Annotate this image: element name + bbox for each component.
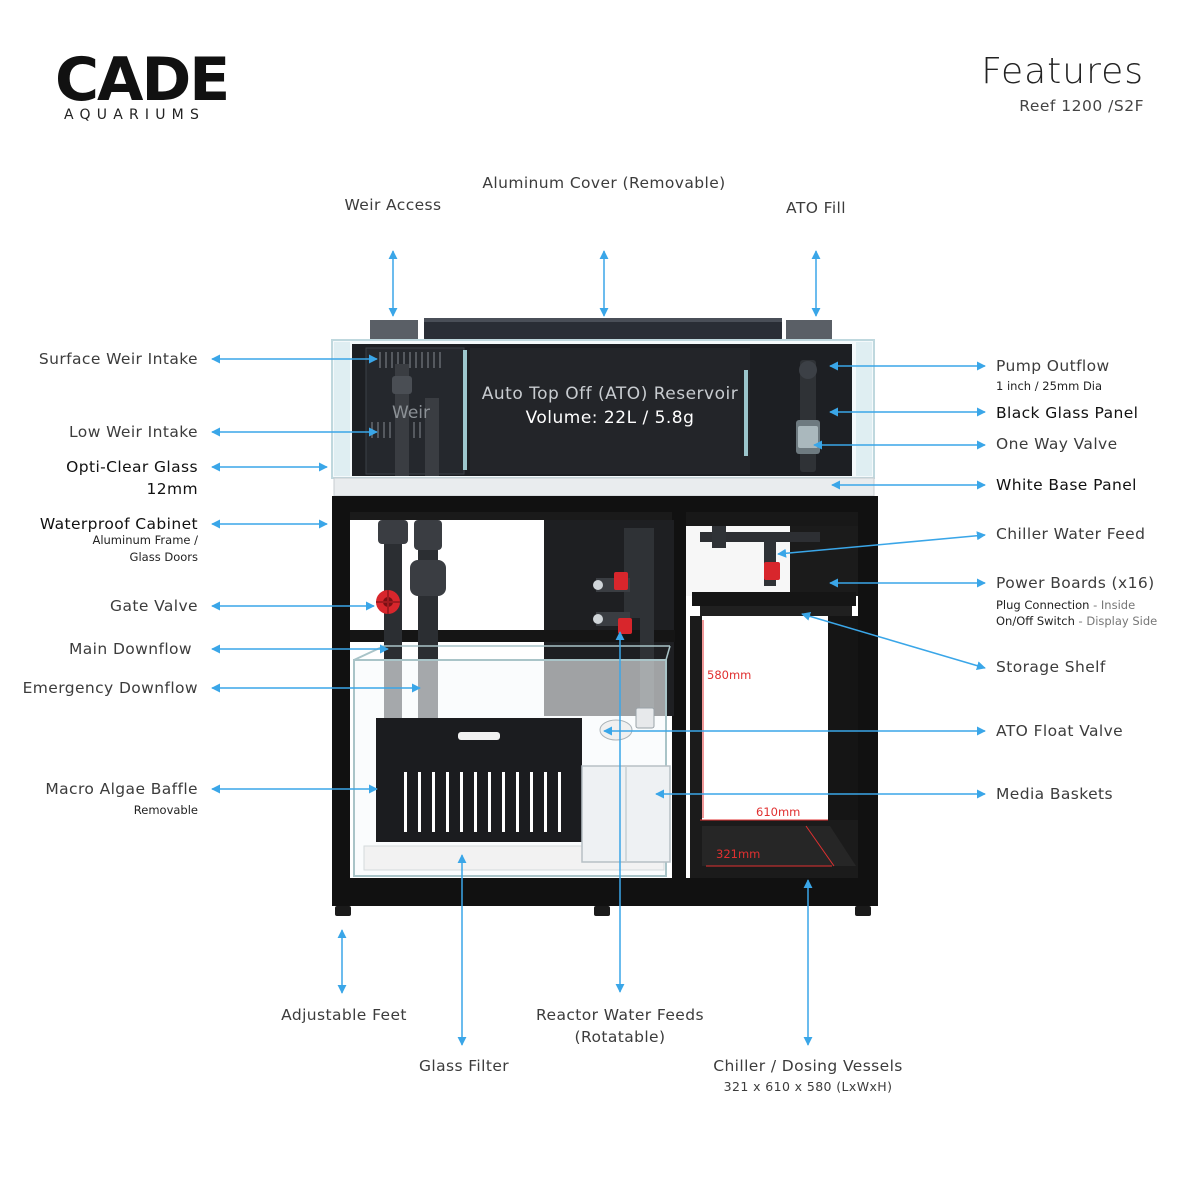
on-off-switch-text: On/Off Switch (996, 614, 1075, 628)
arrow-chiller-feed (777, 531, 986, 558)
label-cabinet: Waterproof Cabinet (39, 515, 198, 533)
label-pump-outflow-sub: 1 inch / 25mm Dia (996, 379, 1103, 393)
label-macro-baffle: Macro Algae Baffle (45, 780, 198, 798)
label-cabinet-sub1: Aluminum Frame / (92, 533, 198, 547)
label-black-glass: Black Glass Panel (996, 404, 1139, 422)
aluminum-cover (424, 318, 782, 340)
ato-fill-cover (786, 320, 832, 340)
label-chiller-vessels: Chiller / Dosing Vessels (713, 1057, 903, 1075)
brand-logo: CADE (55, 45, 230, 115)
label-surface-weir: Surface Weir Intake (38, 350, 198, 368)
foot-center (594, 906, 610, 916)
cabinet-right-post (858, 496, 878, 906)
dimension-height: 580mm (707, 668, 752, 682)
weir-label: Weir (392, 403, 430, 423)
dimension-depth: 321mm (716, 847, 761, 861)
label-reactor-feeds: Reactor Water Feeds (536, 1006, 704, 1024)
plug-connection-location: - Inside (1089, 598, 1136, 612)
foot-right (855, 906, 871, 916)
label-cabinet-sub2: Glass Doors (129, 550, 198, 564)
label-media-baskets: Media Baskets (996, 785, 1113, 803)
cabinet-left-post (332, 496, 350, 906)
label-macro-baffle-sub: Removable (133, 803, 198, 817)
cabinet-bottom-rail (332, 878, 878, 906)
ato-reservoir-title: Auto Top Off (ATO) Reservoir (481, 384, 739, 404)
page-title: Features (981, 51, 1144, 92)
label-ato-fill: ATO Fill (786, 199, 846, 217)
brand-tagline: AQUARIUMS (64, 107, 206, 123)
cabinet-center-post (672, 510, 686, 880)
label-main-downflow: Main Downflow (69, 640, 192, 658)
ato-float-valve (599, 719, 633, 741)
arrow-storage-shelf (801, 611, 986, 671)
storage-shelf (692, 592, 856, 606)
label-ato-float: ATO Float Valve (996, 722, 1124, 740)
label-adjustable-feet: Adjustable Feet (281, 1006, 407, 1024)
label-pump-outflow: Pump Outflow (996, 357, 1110, 375)
label-on-off-switch: On/Off Switch - Display Side (996, 614, 1158, 628)
on-off-switch-location: - Display Side (1074, 614, 1158, 628)
label-gate-valve: Gate Valve (110, 597, 198, 615)
label-opti-clear-thickness: 12mm (146, 480, 198, 498)
label-low-weir: Low Weir Intake (69, 423, 198, 441)
label-weir-access: Weir Access (344, 196, 442, 214)
label-white-base: White Base Panel (996, 476, 1137, 494)
label-emergency-downflow: Emergency Downflow (22, 679, 198, 697)
label-chiller-feed: Chiller Water Feed (996, 525, 1146, 543)
label-reactor-rotatable: (Rotatable) (574, 1028, 666, 1046)
cabinet-top-rail (332, 496, 878, 512)
label-aluminum-cover: Aluminum Cover (Removable) (482, 174, 726, 192)
label-opti-clear: Opti-Clear Glass (66, 458, 198, 476)
label-storage-shelf: Storage Shelf (996, 658, 1106, 676)
label-power-boards: Power Boards (x16) (996, 574, 1155, 592)
white-base-panel (333, 477, 875, 497)
plug-connection-text: Plug Connection (996, 598, 1090, 612)
ato-reservoir-volume: Volume: 22L / 5.8g (525, 408, 695, 428)
ato-reservoir (470, 348, 750, 474)
page-subtitle: Reef 1200 /S2F (1019, 97, 1144, 115)
label-plug-connection: Plug Connection - Inside (996, 598, 1136, 612)
dimension-width: 610mm (756, 805, 801, 819)
foot-left (335, 906, 351, 916)
label-glass-filter: Glass Filter (418, 1057, 510, 1075)
weir-access-cover (370, 320, 418, 340)
label-one-way-valve: One Way Valve (996, 435, 1118, 453)
label-chiller-dims: 321 x 610 x 580 (LxWxH) (723, 1079, 893, 1094)
